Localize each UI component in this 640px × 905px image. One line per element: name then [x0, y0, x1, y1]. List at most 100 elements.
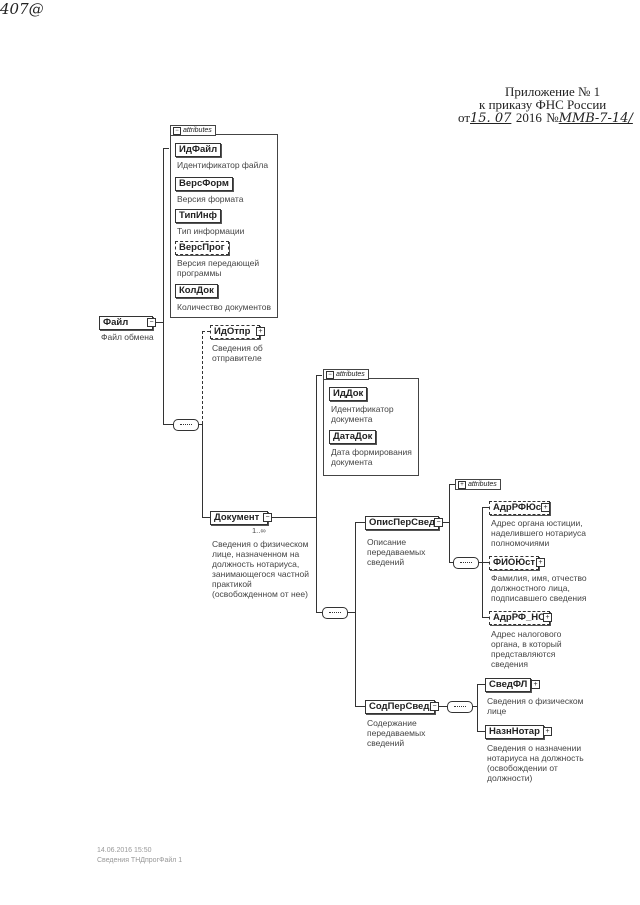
order-date-line: от15. 07 2016 №ММВ-7-14/: [458, 109, 633, 127]
connector: [355, 522, 365, 523]
node-dokument-desc-4: занимающегося частной: [212, 569, 309, 579]
attr-datadok-desc-2: документа: [331, 457, 373, 467]
connector: [477, 684, 485, 685]
node-naznnotar[interactable]: НазнНотар: [485, 725, 544, 739]
node-dokument[interactable]: Документ: [210, 511, 268, 525]
connector: [163, 424, 173, 425]
node-naznnotar-desc-3: (освобождении от: [487, 763, 558, 773]
node-dokument-desc-6: (освобожденном от нее): [212, 589, 308, 599]
node-fail-desc: Файл обмена: [101, 332, 154, 342]
collapse-icon[interactable]: −: [147, 318, 156, 327]
connector: [439, 706, 447, 707]
connector: [346, 612, 356, 613]
collapse-icon[interactable]: −: [326, 371, 334, 379]
root-attributes-box: [170, 134, 278, 318]
connector: [272, 517, 316, 518]
connector: [482, 617, 489, 618]
sequence-compositor[interactable]: [453, 557, 479, 569]
attr-versform[interactable]: ВерсФорм: [175, 177, 233, 191]
attr-iddok[interactable]: ИдДок: [329, 387, 368, 401]
connector: [316, 375, 322, 376]
node-sodpersved[interactable]: СодПерСвед: [365, 700, 435, 714]
attr-versprog-desc-2: программы: [177, 268, 222, 278]
attr-datadok-desc-1: Дата формирования: [331, 447, 412, 457]
attr-iddok-desc-1: Идентификатор: [331, 404, 394, 414]
sequence-compositor[interactable]: [447, 701, 473, 713]
node-dokument-desc-3: должность нотариуса,: [212, 559, 300, 569]
connector: [442, 522, 450, 523]
attr-datadok[interactable]: ДатаДок: [329, 430, 377, 444]
attr-koldok-desc: Количество документов: [177, 302, 271, 312]
connector: [477, 731, 485, 732]
node-fail[interactable]: Файл: [99, 316, 153, 330]
appendix-title: Приложение № 1: [505, 84, 601, 99]
node-opispersved-desc-2: передаваемых: [367, 547, 426, 557]
connector: [477, 684, 478, 731]
connector: [477, 562, 483, 563]
collapse-icon[interactable]: −: [430, 702, 439, 711]
node-svedfl-desc-2: лице: [487, 706, 507, 716]
node-fioyust[interactable]: ФИОЮст: [489, 556, 540, 570]
attr-versprog[interactable]: ВерсПрог: [175, 241, 229, 255]
node-idotpr-desc-1: Сведения об: [212, 343, 263, 353]
opis-attributes-tab[interactable]: +attributes: [455, 479, 501, 490]
node-opispersved-desc-1: Описание: [367, 537, 407, 547]
node-adrrf-no-desc-4: сведения: [491, 659, 528, 669]
order-number-suffix: 407@: [0, 0, 44, 18]
collapse-icon[interactable]: −: [263, 513, 272, 522]
node-adrrfyust-desc-2: наделившего нотариуса: [491, 528, 586, 538]
node-opispersved[interactable]: ОписПерСвед: [365, 516, 439, 530]
expand-icon[interactable]: +: [541, 503, 550, 512]
collapse-icon[interactable]: −: [173, 127, 181, 135]
connector: [449, 562, 453, 563]
connector: [163, 148, 164, 424]
connector: [355, 706, 365, 707]
node-svedfl-desc-1: Сведения о физическом: [487, 696, 584, 706]
node-adrrfyust-desc-3: полномочиями: [491, 538, 550, 548]
doc-attributes-tab[interactable]: −attributes: [323, 369, 369, 380]
attributes-label: attributes: [468, 481, 497, 488]
expand-icon[interactable]: +: [543, 613, 552, 622]
node-adrrf-no-desc-3: представляются: [491, 649, 556, 659]
attr-idfail-desc: Идентификатор файла: [177, 160, 269, 170]
node-adrrf-no-desc-2: органа, в который: [491, 639, 562, 649]
node-fioyust-desc-2: должностного лица,: [491, 583, 570, 593]
expand-icon[interactable]: +: [536, 558, 545, 567]
sequence-compositor[interactable]: [173, 419, 199, 431]
node-svedfl[interactable]: СведФЛ: [485, 678, 532, 692]
connector: [449, 484, 450, 562]
node-adrrf-no[interactable]: АдрРФ_НО: [489, 611, 550, 625]
node-naznnotar-desc-1: Сведения о назначении: [487, 743, 582, 753]
date-day-month: 15. 07: [470, 111, 512, 126]
connector: [197, 424, 203, 425]
expand-icon[interactable]: +: [458, 481, 466, 489]
node-fioyust-desc-3: подписавшего сведения: [491, 593, 587, 603]
connector: [449, 484, 455, 485]
footer-caption: Сведения ТНДпрогФайл 1: [97, 857, 183, 864]
sequence-compositor[interactable]: [322, 607, 348, 619]
node-opispersved-desc-3: сведений: [367, 557, 405, 567]
footer-timestamp: 14.06.2016 15:50: [97, 847, 152, 854]
attr-idfail[interactable]: ИдФайл: [175, 143, 222, 157]
node-sodpersved-desc-2: передаваемых: [367, 728, 426, 738]
collapse-icon[interactable]: −: [434, 518, 443, 527]
node-dokument-multiplicity: 1..∞: [252, 526, 266, 535]
node-fioyust-desc-1: Фамилия, имя, отчество: [491, 573, 587, 583]
date-year: 2016: [515, 110, 542, 125]
expand-icon[interactable]: +: [256, 327, 265, 336]
expand-icon[interactable]: +: [531, 680, 540, 689]
node-naznnotar-desc-2: нотариуса на должность: [487, 753, 584, 763]
node-dokument-desc-1: Сведения о физическом: [212, 539, 309, 549]
attr-koldok[interactable]: КолДок: [175, 284, 218, 298]
connector-optional: [202, 331, 210, 333]
root-attributes-tab[interactable]: −attributes: [170, 125, 216, 136]
node-dokument-desc-5: практикой: [212, 579, 252, 589]
order-ref: к приказу ФНС России: [479, 97, 607, 112]
expand-icon[interactable]: +: [543, 727, 552, 736]
number-prefix: №: [546, 110, 559, 125]
node-idotpr[interactable]: ИдОтпр: [210, 325, 260, 339]
connector: [202, 424, 203, 517]
node-adrrfyust-desc-1: Адрес органа юстиции,: [491, 518, 583, 528]
attr-tipinf[interactable]: ТипИнф: [175, 209, 221, 223]
connector: [316, 375, 317, 612]
